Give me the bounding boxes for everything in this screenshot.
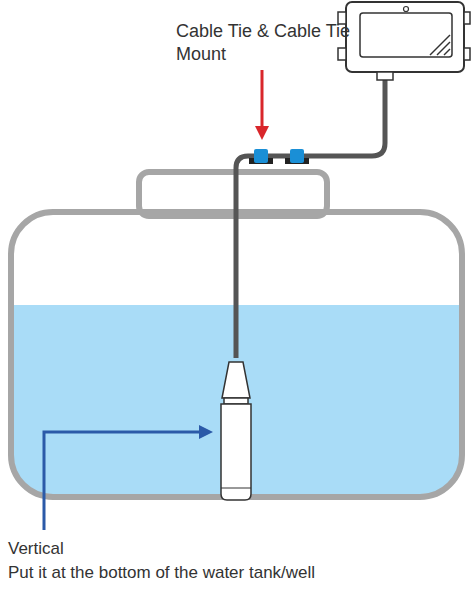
arrow-head	[199, 425, 213, 439]
note-heading: Vertical	[8, 538, 64, 559]
cable-tie	[290, 149, 304, 163]
callout-arrow	[261, 70, 264, 128]
sensor-cable	[236, 78, 385, 358]
note-text: Put it at the bottom of the water tank/w…	[8, 562, 315, 583]
cable-tie	[254, 149, 268, 163]
arrow-head	[255, 126, 269, 140]
callout-label: Cable Tie & Cable Tie Mount	[176, 20, 356, 65]
leader-line	[44, 432, 200, 530]
level-sensor	[221, 362, 251, 500]
controller-box	[338, 2, 470, 80]
